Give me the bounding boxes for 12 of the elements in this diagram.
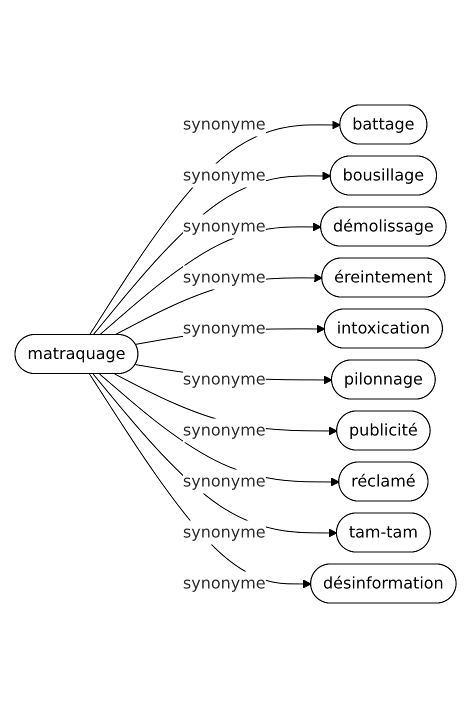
edge-label: synonyme: [183, 216, 266, 235]
edge-label: synonyme: [183, 368, 266, 388]
edge-label: synonyme: [183, 522, 266, 541]
edge-label: synonyme: [183, 165, 266, 184]
edge-label: synonyme: [183, 572, 266, 592]
arrow: [89, 373, 312, 588]
edge-label: synonyme: [183, 318, 266, 337]
edge-label: synonyme: [183, 470, 266, 490]
edge-label: synonyme: [183, 266, 266, 286]
edge-label: synonyme: [183, 114, 266, 133]
edge-label: synonyme: [183, 420, 266, 439]
arrow: [100, 222, 322, 335]
